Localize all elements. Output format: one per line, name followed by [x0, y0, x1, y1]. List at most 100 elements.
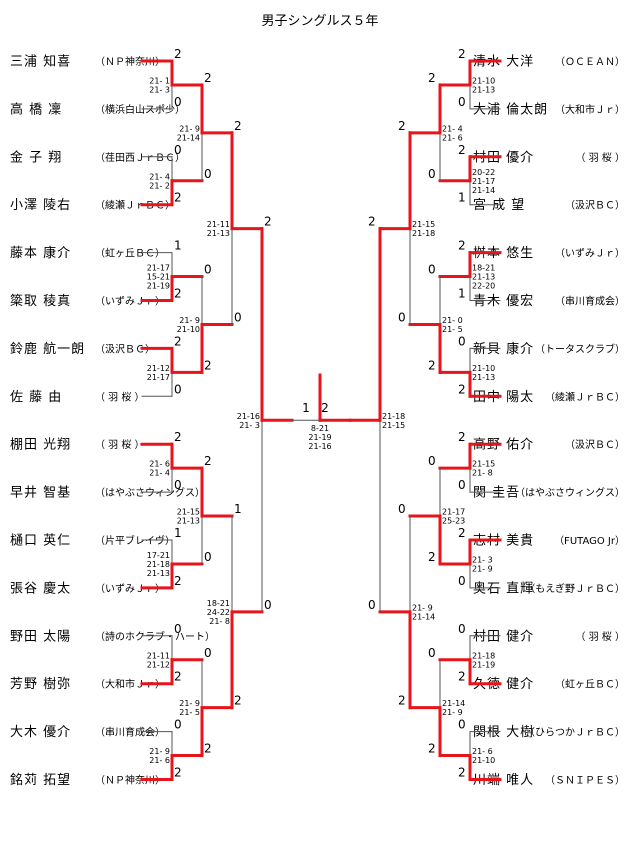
game-score: 1 — [174, 526, 182, 540]
player-name: 高野 佑介 — [473, 437, 534, 453]
set-scores: 21-13 — [472, 373, 495, 382]
player-club: （串川育成会） — [555, 295, 625, 308]
player-name: 村田 優介 — [473, 150, 534, 165]
set-scores: 21- 9 — [149, 747, 170, 756]
player-club: （横浜白山スポ少） — [95, 103, 185, 116]
game-score: 0 — [428, 454, 436, 468]
player-name: 藤本 康介 — [10, 245, 71, 261]
set-scores: 21- 4 — [442, 124, 463, 133]
game-score: 0 — [204, 167, 212, 181]
player-name: 早井 智基 — [10, 486, 71, 501]
game-score: 2 — [264, 215, 272, 229]
set-scores: 21- 9 — [412, 603, 433, 612]
set-scores: 21- 6 — [442, 133, 463, 142]
set-scores: 21-16 — [237, 412, 260, 421]
player-club: （ＮＰ神奈川） — [95, 774, 165, 787]
set-scores: 21-18 — [472, 651, 495, 660]
game-score: 1 — [174, 239, 182, 253]
game-score: 2 — [204, 742, 212, 756]
game-score: 2 — [174, 766, 182, 780]
player-club: （FUTAGO Jr） — [554, 535, 625, 547]
player-club: （ 羽 桜 ） — [575, 630, 625, 643]
game-score: 1 — [458, 191, 466, 205]
set-scores: 21- 6 — [472, 747, 493, 756]
game-score: 0 — [174, 718, 182, 732]
player-name: 小澤 陵右 — [10, 198, 71, 213]
player-name: 芳野 樹弥 — [10, 676, 71, 692]
set-scores: 21- 3 — [149, 85, 170, 94]
game-score: 0 — [174, 622, 182, 636]
page-title: 男子シングルス５年 — [261, 14, 379, 29]
set-scores: 21-12 — [147, 660, 170, 669]
game-score: 2 — [428, 358, 436, 372]
set-scores: 21- 6 — [149, 460, 170, 469]
set-scores: 21- 5 — [179, 708, 200, 717]
set-scores: 21-10 — [177, 325, 200, 334]
set-scores: 21- 3 — [472, 555, 493, 564]
set-scores: 21-15 — [177, 508, 200, 517]
game-score: 0 — [398, 502, 406, 516]
game-score: 2 — [458, 239, 466, 253]
game-score: 2 — [204, 454, 212, 468]
game-score: 2 — [234, 119, 242, 133]
game-score: 2 — [174, 334, 182, 348]
set-scores: 21- 9 — [472, 564, 493, 573]
set-scores: 21- 0 — [442, 316, 463, 325]
final-set-scores: 21-16 — [308, 442, 331, 451]
game-score: 2 — [174, 287, 182, 301]
set-scores: 21-17 — [472, 177, 495, 186]
final-score-left: 1 — [302, 401, 310, 415]
game-score: 0 — [204, 263, 212, 277]
player-club: （いずみＪｒ） — [555, 248, 625, 260]
player-name: 奥石 直輝 — [473, 581, 534, 596]
set-scores: 21- 6 — [149, 756, 170, 765]
game-score: 0 — [428, 646, 436, 660]
final-set-scores: 8-21 — [311, 424, 329, 433]
player-name: 新貝 康介 — [473, 341, 534, 357]
player-club: （もえぎ野ＪｒＢＣ） — [525, 582, 625, 595]
player-name: 久徳 健介 — [473, 677, 534, 692]
final-set-scores: 21-19 — [308, 433, 331, 442]
set-scores: 25-23 — [442, 517, 465, 526]
player-club: （荏田西ＪｒＢＣ） — [95, 152, 185, 164]
game-score: 0 — [174, 382, 182, 396]
set-scores: 21- 5 — [442, 325, 463, 334]
set-scores: 21-15 — [412, 220, 435, 229]
player-name: 川端 唯人 — [473, 773, 534, 788]
game-score: 2 — [458, 526, 466, 540]
game-score: 2 — [368, 215, 376, 229]
player-name: 桝本 悠生 — [473, 245, 534, 261]
game-score: 0 — [458, 718, 466, 732]
game-score: 2 — [204, 358, 212, 372]
player-club: （片平ブレイヴ） — [95, 534, 175, 547]
player-club: （ 羽 桜 ） — [95, 390, 145, 403]
set-scores: 21-15 — [382, 421, 405, 430]
player-name: 銘苅 拓望 — [10, 772, 71, 788]
player-name: 関 圭吾 — [473, 486, 520, 501]
player-name: 野田 太陽 — [10, 629, 71, 644]
player-club: （汲沢ＢＣ） — [565, 199, 625, 212]
set-scores: 21-19 — [472, 660, 495, 669]
game-score: 0 — [458, 622, 466, 636]
set-scores: 21-14 — [177, 133, 200, 142]
player-name: 樋口 英仁 — [10, 533, 71, 549]
set-scores: 21-14 — [412, 612, 435, 621]
player-club: （串川育成会） — [95, 726, 165, 739]
player-club: （トータスクラブ） — [535, 342, 625, 355]
game-score: 0 — [458, 334, 466, 348]
player-club: （いずみＪｒ） — [95, 583, 165, 595]
game-score: 2 — [458, 382, 466, 396]
set-scores: 21-13 — [177, 517, 200, 526]
player-name: 高 橋 凜 — [10, 101, 62, 117]
game-score: 1 — [234, 502, 242, 516]
game-score: 0 — [368, 598, 376, 612]
set-scores: 21-13 — [472, 273, 495, 282]
player-name: 張谷 慶太 — [10, 581, 71, 596]
set-scores: 21-10 — [472, 76, 495, 85]
game-score: 2 — [458, 430, 466, 444]
player-name: 大浦 倫太朗 — [473, 102, 548, 117]
game-score: 0 — [264, 598, 272, 612]
game-score: 2 — [458, 143, 466, 157]
game-score: 0 — [428, 167, 436, 181]
set-scores: 21-13 — [472, 85, 495, 94]
